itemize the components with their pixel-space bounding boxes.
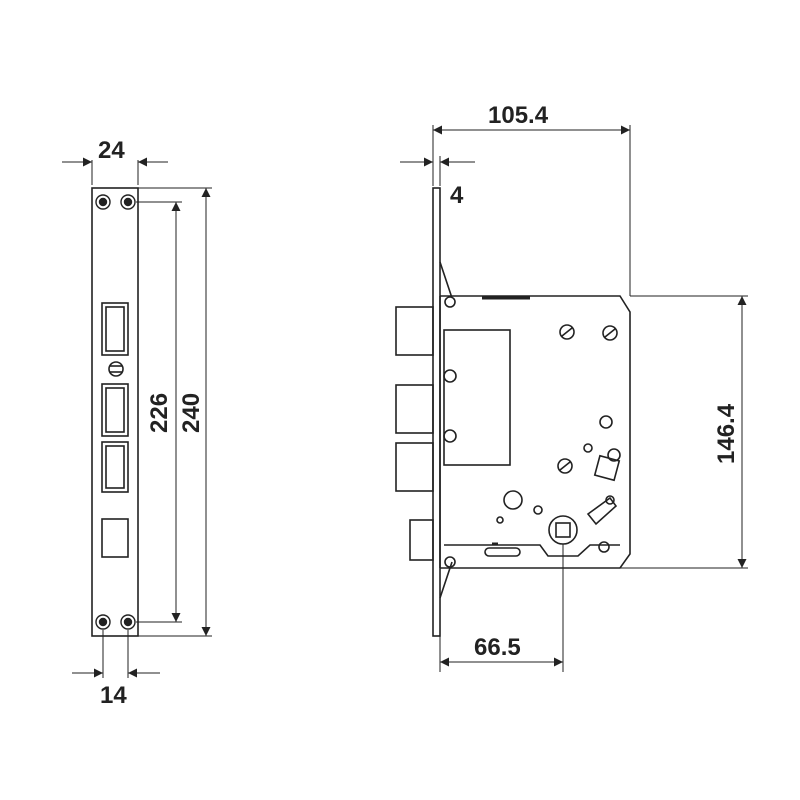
lock-body-side-view — [395, 187, 631, 637]
backset-label: 66.5 — [474, 634, 521, 661]
faceplate-center-screw — [108, 361, 124, 377]
faceplate-bolt-openings — [101, 302, 129, 558]
faceplate-thickness-label: 4 — [450, 182, 464, 209]
faceplate-front-view — [91, 187, 139, 637]
faceplate-screw-holes — [95, 194, 136, 630]
faceplate-outline — [91, 187, 139, 637]
latch-bolts — [395, 306, 434, 561]
right-dimensions — [400, 125, 748, 672]
faceplate-length-label: 240 — [178, 392, 205, 433]
case-depth-label: 105.4 — [488, 102, 549, 129]
case-outline — [440, 295, 631, 569]
faceplate-edge — [432, 187, 441, 637]
spindle-hub — [548, 515, 578, 545]
left-dimensions — [62, 157, 212, 678]
hole-spacing-label: 14 — [100, 682, 127, 709]
faceplate-width-label: 24 — [98, 137, 125, 164]
inner-plate — [443, 329, 511, 466]
case-height-label: 146.4 — [713, 403, 740, 464]
hole-pitch-label: 226 — [146, 392, 173, 433]
case-screws — [496, 324, 621, 553]
